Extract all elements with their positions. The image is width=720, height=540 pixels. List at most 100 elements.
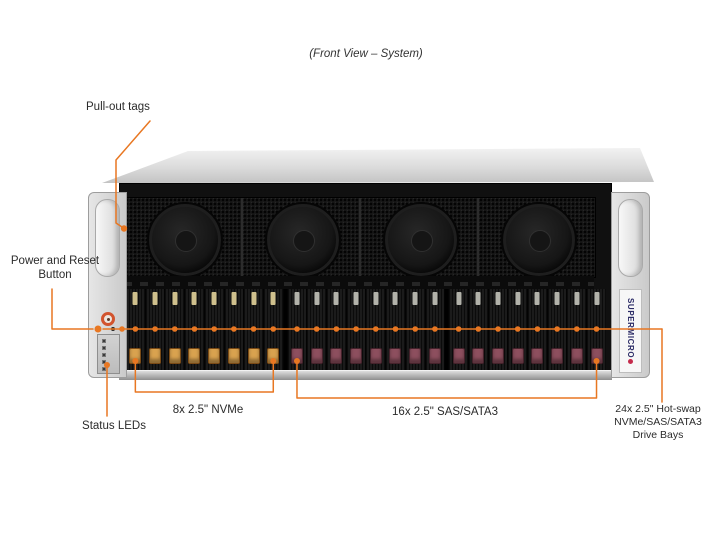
sas-drive-bay[interactable]: [287, 289, 307, 370]
drive-label-chip: [594, 292, 600, 305]
label-pull-out-tags: Pull-out tags: [86, 101, 150, 113]
sas-drive-bay[interactable]: [307, 289, 327, 370]
label-hotswap-line1: 24x 2.5" Hot-swap: [615, 403, 701, 415]
drive-label-chip: [294, 292, 300, 305]
drive-label-chip: [251, 292, 257, 305]
drive-label-chip: [456, 292, 462, 305]
drive-label-chip: [432, 292, 438, 305]
sas-drive-bay[interactable]: [528, 289, 547, 370]
nvme-drive-bay[interactable]: [165, 289, 185, 370]
bay-group-divider: [445, 289, 449, 370]
sas-drive-bay[interactable]: [327, 289, 346, 370]
sas-drive-bay[interactable]: [386, 289, 405, 370]
drive-latch[interactable]: [452, 348, 465, 364]
chassis-bottom-rail: [119, 370, 612, 380]
bay-group-divider: [283, 289, 287, 370]
sas-drive-bay[interactable]: [508, 289, 528, 370]
drive-label-chip: [392, 292, 398, 305]
fan-hub-icon: [411, 229, 433, 252]
fan-icon: [383, 201, 459, 277]
nvme-drive-bay[interactable]: [263, 289, 283, 370]
fan-module: [479, 198, 595, 277]
drive-label-chip: [412, 292, 418, 305]
drive-latch[interactable]: [492, 348, 504, 364]
drive-label-chip: [132, 292, 138, 305]
sas-drive-bay[interactable]: [468, 289, 488, 370]
sas-drive-bay[interactable]: [366, 289, 386, 370]
sas-drive-bay[interactable]: [346, 289, 366, 370]
sas-drive-bay[interactable]: [567, 289, 587, 370]
figure-title: (Front View – System): [309, 48, 423, 60]
drive-latch[interactable]: [389, 348, 402, 364]
drive-latch[interactable]: [350, 348, 363, 364]
fan-hub-icon: [175, 229, 197, 252]
label-sas-bays: 16x 2.5" SAS/SATA3: [392, 406, 498, 418]
drive-latch[interactable]: [168, 348, 181, 364]
drive-latch[interactable]: [129, 348, 142, 364]
drive-latch[interactable]: [247, 348, 260, 364]
drive-latch[interactable]: [531, 348, 544, 364]
fan-wall: [124, 197, 596, 278]
right-rack-ear: SUPERMICRO: [611, 192, 650, 378]
drive-latch[interactable]: [149, 348, 162, 364]
nvme-drive-bay[interactable]: [244, 289, 263, 370]
label-hotswap-line3: Drive Bays: [632, 429, 684, 441]
drive-label-chip: [314, 292, 320, 305]
power-callout-line: [51, 288, 94, 330]
fan-icon: [265, 201, 341, 277]
label-status-leds: Status LEDs: [82, 420, 146, 432]
drive-label-chip: [211, 292, 217, 305]
drive-latch[interactable]: [409, 348, 422, 364]
fan-hub-icon: [529, 229, 551, 252]
label-power-reset-line1: Power and Reset: [10, 255, 100, 267]
drive-label-chip: [475, 292, 481, 305]
fan-module: [243, 198, 361, 277]
fan-module: [125, 198, 243, 277]
sas-drive-bay[interactable]: [425, 289, 445, 370]
power-button[interactable]: [101, 312, 115, 326]
fan-hub-icon: [293, 229, 315, 252]
drive-latch[interactable]: [267, 348, 280, 364]
nvme-drive-bay[interactable]: [224, 289, 244, 370]
drive-latch[interactable]: [551, 348, 564, 364]
label-power-reset-line2: Button: [38, 269, 72, 281]
nvme-drive-bay[interactable]: [185, 289, 204, 370]
status-led: [102, 360, 106, 364]
drive-latch[interactable]: [310, 348, 323, 364]
drive-latch[interactable]: [208, 348, 221, 364]
drive-latch[interactable]: [330, 348, 343, 364]
nvme-drive-bay[interactable]: [204, 289, 224, 370]
drive-label-chip: [333, 292, 339, 305]
drive-latch[interactable]: [188, 348, 201, 364]
drive-latch[interactable]: [227, 348, 240, 364]
reset-button[interactable]: [111, 327, 115, 331]
sas-drive-bay[interactable]: [547, 289, 567, 370]
drive-latch[interactable]: [511, 348, 524, 364]
drive-latch[interactable]: [369, 348, 382, 364]
drive-label-chip: [152, 292, 158, 305]
drive-label-chip: [554, 292, 560, 305]
nvme-drive-bay[interactable]: [145, 289, 165, 370]
drive-label-chip: [353, 292, 359, 305]
status-led: [102, 339, 106, 343]
sas-drive-bay[interactable]: [449, 289, 468, 370]
sas-drive-bay[interactable]: [587, 289, 606, 370]
drive-bay-row: [126, 289, 606, 370]
drive-label-chip: [373, 292, 379, 305]
sas-drive-bay[interactable]: [488, 289, 508, 370]
nvme-drive-bay[interactable]: [126, 289, 145, 370]
drive-latch[interactable]: [472, 348, 485, 364]
drive-latch[interactable]: [428, 348, 441, 364]
sas-drive-bay[interactable]: [405, 289, 425, 370]
brand-logo-plate: SUPERMICRO: [619, 289, 642, 373]
status-led: [102, 353, 106, 357]
drive-label-chip: [515, 292, 521, 305]
right-handle: [618, 199, 643, 277]
drive-latch[interactable]: [290, 348, 303, 364]
drive-latch[interactable]: [590, 348, 603, 364]
drive-label-chip: [495, 292, 501, 305]
drive-latch[interactable]: [570, 348, 583, 364]
label-nvme-bays: 8x 2.5" NVMe: [172, 404, 244, 416]
fan-icon: [501, 201, 577, 277]
